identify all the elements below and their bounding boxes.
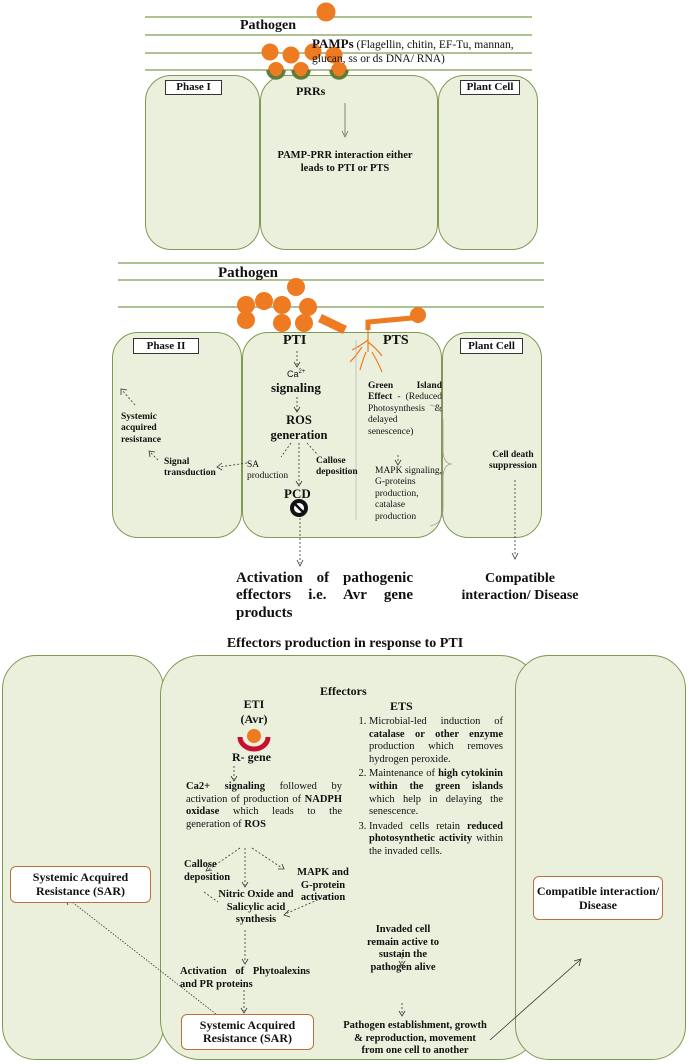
ets-list: Microbial-led induction of catalase or o… <box>355 716 503 861</box>
prr-receptor-icons <box>266 69 349 80</box>
pathogen-establishment-label: Pathogen establishment, growth & reprodu… <box>343 1020 487 1057</box>
invaded-cell-label: Invaded cell remain active to sustain th… <box>366 924 440 973</box>
ets-label: ETS <box>390 699 413 713</box>
phase2-right-cell <box>442 332 542 538</box>
callose-deposition-label: Callose deposition <box>316 456 358 478</box>
pamp-prr-interaction: PAMP-PRR interaction either leads to PTI… <box>277 150 413 174</box>
prohibited-icon <box>290 499 308 517</box>
cell-death-suppression: Cell death suppression <box>489 450 537 472</box>
mapk-g-protein-p3: MAPK and G-protein activation <box>297 867 349 904</box>
pts-label: PTS <box>383 333 409 348</box>
phase3-left-cell <box>2 655 164 1060</box>
r-gene-label: R- gene <box>232 750 271 764</box>
phase2-left-cell <box>112 332 242 538</box>
phase1-plant-cell-label: Plant Cell <box>460 80 520 95</box>
pamps-label: PAMPs (Flagellin, chitin, EF-Tu, mannan,… <box>312 36 514 66</box>
systemic-acquired-resistance-p2: Systemic acquired resistance <box>121 412 161 445</box>
prrs-label: PRRs <box>296 84 326 98</box>
phase1-right-cell <box>438 75 538 250</box>
nitric-oxide-label: Nitric Oxide and Salicylic acid synthesi… <box>218 889 294 926</box>
sar-box-center: Systemic Acquired Resistance (SAR) <box>181 1014 314 1050</box>
phase2-pathogen-label: Pathogen <box>218 265 278 281</box>
compatible-interaction-p2: Compatible interaction/ Disease <box>461 571 579 603</box>
sa-production-label: SA production <box>247 460 289 482</box>
pti-label: PTI <box>283 333 307 348</box>
ca-signaling-block: Ca2+ signaling followed by activation of… <box>186 781 343 830</box>
ros-generation-label: ROS generation <box>270 413 328 442</box>
signal-transduction-label: Signal transduction <box>164 457 216 479</box>
phytoalexins-label: Activation of Phytoalexins and PR protei… <box>180 966 310 990</box>
green-island-effect: Green Island Effect - (Reduced Photosynt… <box>368 381 442 437</box>
signaling-label: signaling <box>271 380 321 395</box>
phase3-title: Effectors production in response to PTI <box>226 636 464 651</box>
phase1-left-cell <box>145 75 260 250</box>
phase2-plant-cell-label: Plant Cell <box>460 338 523 354</box>
phase3-center-cell <box>160 655 540 1060</box>
sar-box-left: Systemic Acquired Resistance (SAR) <box>10 866 151 903</box>
callose-deposition-p3: Callose deposition <box>184 859 231 883</box>
eti-label: ETI(Avr) <box>240 697 268 726</box>
activation-effectors-label: Activation of pathogenic effectors i.e. … <box>236 570 413 621</box>
phase1-center-cell <box>260 75 438 250</box>
phase1-label: Phase I <box>165 80 222 95</box>
pcd-label: PCD <box>284 486 311 501</box>
compatible-interaction-box: Compatible interaction/ Disease <box>533 876 663 920</box>
ca-label: Ca2+ <box>287 369 306 379</box>
effectors-label: Effectors <box>320 684 367 698</box>
phase2-label: Phase II <box>133 338 199 354</box>
phase2-center-cell <box>242 332 442 538</box>
phase1-pathogen-label: Pathogen <box>240 18 296 33</box>
mapk-signaling-p2: MAPK signaling, G-proteins production, c… <box>375 466 443 522</box>
phase3-right-cell <box>515 655 686 1060</box>
